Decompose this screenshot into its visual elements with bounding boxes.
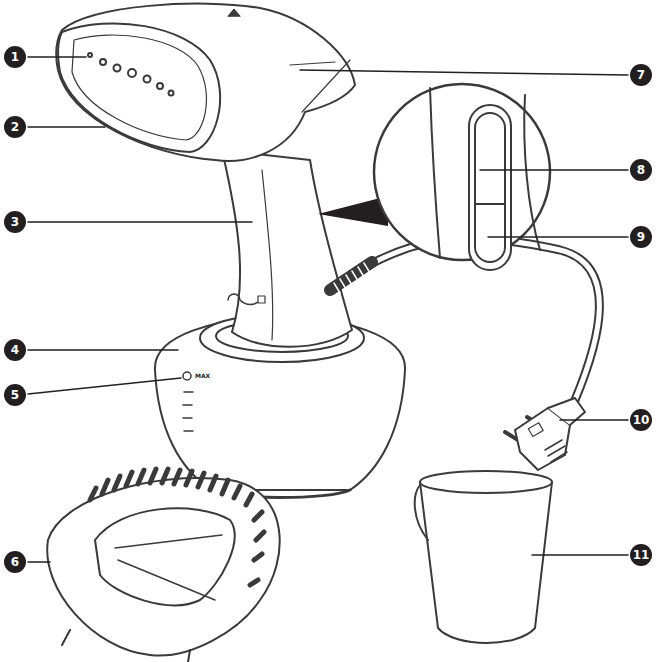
handle-detail-edge	[430, 88, 440, 258]
handle-detail-edge	[524, 95, 540, 250]
trigger-divider	[475, 203, 505, 205]
handle-edge	[262, 170, 273, 340]
plug-neck	[548, 398, 585, 425]
head-line	[290, 62, 335, 65]
leader-lines	[28, 57, 628, 562]
brush-clips	[62, 630, 190, 662]
brush-grip-line	[115, 535, 222, 600]
level-mark-text: MAX	[194, 372, 211, 380]
plug	[505, 398, 585, 470]
callout-number: 9	[630, 226, 652, 248]
steam-hole	[144, 76, 151, 83]
steam-hole	[100, 59, 106, 65]
head-seam	[302, 60, 350, 112]
measuring-cup	[415, 471, 552, 643]
handle	[222, 150, 352, 347]
callout-number: 3	[4, 211, 26, 233]
callout-number: 5	[4, 384, 26, 406]
leader-line	[28, 378, 181, 394]
head-body	[56, 4, 355, 161]
trigger-button	[475, 113, 505, 262]
leader-line	[28, 56, 86, 58]
leader-line	[300, 70, 628, 75]
trigger-frame	[469, 105, 511, 270]
steam-hole	[157, 83, 163, 89]
magnifier	[374, 84, 550, 270]
soleplate	[58, 23, 220, 152]
callout-number: 10	[630, 409, 652, 431]
steam-hole	[169, 91, 174, 96]
callout-number: 11	[630, 544, 652, 566]
soleplate-rim	[72, 35, 206, 140]
magnifier-circle	[374, 84, 550, 260]
cord-spring	[330, 262, 372, 293]
brush-attachment	[47, 469, 279, 662]
lock-icon	[258, 296, 265, 303]
callout-number: 2	[4, 116, 26, 138]
cup-body	[420, 482, 552, 643]
level-mark	[183, 404, 192, 406]
level-icon	[183, 372, 191, 380]
callout-number: 1	[4, 46, 26, 68]
callout-number: 7	[630, 64, 652, 86]
leader-line	[532, 554, 628, 556]
steam-hole	[88, 53, 92, 57]
cup-rim	[420, 471, 552, 493]
leader-line	[560, 419, 628, 421]
callout-number: 8	[630, 159, 652, 181]
level-mark	[183, 417, 192, 419]
head-marker	[228, 9, 240, 16]
callout-number: 6	[4, 551, 26, 573]
plug-symbol	[528, 423, 543, 437]
steam-hole	[128, 69, 136, 77]
leader-line	[488, 236, 628, 238]
leader-line	[28, 221, 252, 223]
leader-line	[28, 349, 178, 351]
head	[56, 4, 355, 161]
plug-ribs	[545, 440, 567, 462]
lock-symbol	[228, 294, 262, 305]
level-mark	[184, 430, 193, 432]
cup-spout	[415, 485, 428, 540]
callout-number: 4	[4, 339, 26, 361]
brush-grip	[95, 508, 235, 605]
spring-coils	[334, 263, 370, 293]
leader-line	[28, 126, 105, 128]
level-mark	[184, 391, 193, 393]
steam-hole	[114, 65, 121, 72]
bristles	[90, 469, 264, 585]
leader-line	[480, 169, 628, 171]
leader-line	[28, 561, 50, 563]
